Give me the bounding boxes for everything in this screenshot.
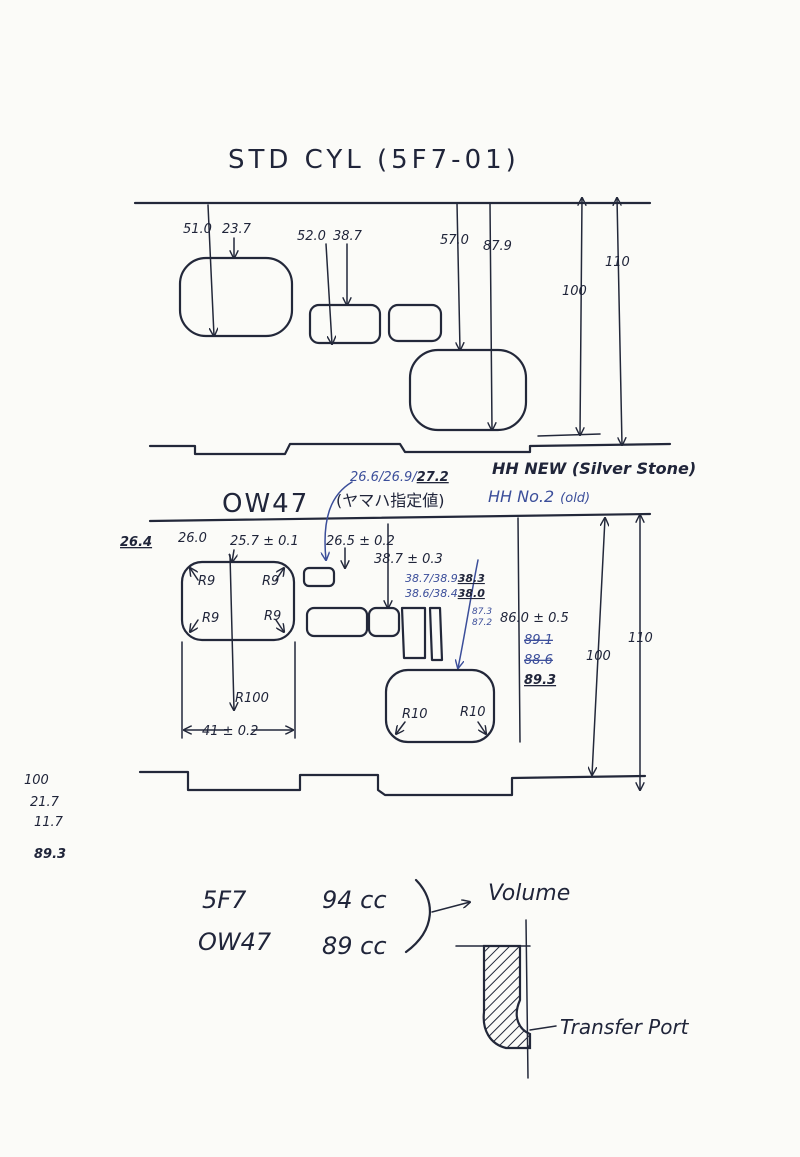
std-dim-87-9: 87.9 bbox=[483, 239, 512, 254]
std-dim-52: 52.0 bbox=[297, 229, 326, 244]
ow-dim-100: 100 bbox=[586, 649, 611, 664]
margin-11-7: 11.7 bbox=[34, 815, 64, 830]
hh-value-bold: 27.2 bbox=[417, 470, 449, 485]
ow-r9-c: R9 bbox=[202, 611, 219, 626]
ow-b2-bold: 38.0 bbox=[458, 587, 485, 600]
vol-ow47-code: OW47 bbox=[198, 928, 272, 956]
ow-r10-b: R10 bbox=[460, 705, 486, 720]
volume-sketch bbox=[404, 878, 557, 1079]
svg-text:38.6/38.438.0: 38.6/38.438.0 bbox=[405, 587, 485, 600]
std-dim-57: 57.0 bbox=[440, 233, 469, 248]
vol-5f7-value: 94 cc bbox=[322, 886, 387, 914]
hh-no2-sub: (old) bbox=[560, 491, 590, 506]
std-dim-110: 110 bbox=[605, 255, 630, 270]
margin-89-3: 89.3 bbox=[34, 847, 66, 862]
ow-s2: 87.2 bbox=[472, 618, 492, 628]
ow-dim-88-6: 88.6 bbox=[524, 653, 553, 668]
ow-dim-25-7: 25.7 ± 0.1 bbox=[230, 534, 299, 549]
ow-s1: 87.3 bbox=[472, 607, 492, 617]
vol-ow47-value: 89 cc bbox=[322, 932, 387, 960]
volume-label: Volume bbox=[488, 881, 570, 906]
std-dim-38-7: 38.7 bbox=[333, 229, 363, 244]
ow-dim-26-5: 26.5 ± 0.2 bbox=[326, 534, 395, 549]
margin-21-7: 21.7 bbox=[30, 795, 60, 810]
ow-dim-110: 110 bbox=[628, 631, 653, 646]
std-dim-23-7: 23.7 bbox=[222, 222, 252, 237]
ow-width-41: 41 ± 0.2 bbox=[202, 724, 258, 739]
ow-note: (ヤマハ指定値) bbox=[336, 491, 445, 510]
ow-dim-26-4: 26.4 bbox=[120, 535, 152, 550]
ow-r9-a: R9 bbox=[198, 574, 215, 589]
ow-b1-bold: 38.3 bbox=[458, 572, 485, 585]
ow-r100: R100 bbox=[235, 691, 269, 706]
margin-100: 100 bbox=[24, 773, 49, 788]
ow-b1: 38.7/38.9 bbox=[405, 572, 458, 585]
vol-5f7-code: 5F7 bbox=[202, 886, 247, 914]
ow-r9-d: R9 bbox=[264, 609, 281, 624]
ow-dim-86-0: 86.0 ± 0.5 bbox=[500, 611, 569, 626]
hh-values: 26.6/26.9/ bbox=[350, 470, 418, 485]
transfer-port-label: Transfer Port bbox=[560, 1015, 690, 1039]
ow-dim-26-0: 26.0 bbox=[178, 531, 207, 546]
std-title: STD CYL (5F7-01) bbox=[228, 145, 520, 175]
hh-new-label: HH NEW (Silver Stone) bbox=[492, 459, 696, 478]
hh-no2-label: HH No.2 bbox=[488, 487, 554, 506]
ow-r9-b: R9 bbox=[262, 574, 279, 589]
svg-text:HH No.2(old): HH No.2 (old) bbox=[488, 487, 590, 506]
ow-dim-38-7: 38.7 ± 0.3 bbox=[374, 552, 443, 567]
ow-b2: 38.6/38.4 bbox=[405, 587, 458, 600]
ow-dim-89-3: 89.3 bbox=[524, 673, 556, 688]
std-dim-100: 100 bbox=[562, 284, 587, 299]
svg-text:38.7/38.938.3: 38.7/38.938.3 bbox=[405, 572, 485, 585]
ow-title: OW47 bbox=[222, 489, 309, 519]
ow-geometry bbox=[138, 481, 652, 797]
ow-r10-a: R10 bbox=[402, 707, 428, 722]
std-dim-51: 51.0 bbox=[183, 222, 212, 237]
svg-text:26.6/26.9/27.2: 26.6/26.9/27.2 bbox=[350, 470, 449, 485]
ow-dim-89-1: 89.1 bbox=[524, 633, 553, 648]
std-geometry bbox=[133, 198, 672, 456]
